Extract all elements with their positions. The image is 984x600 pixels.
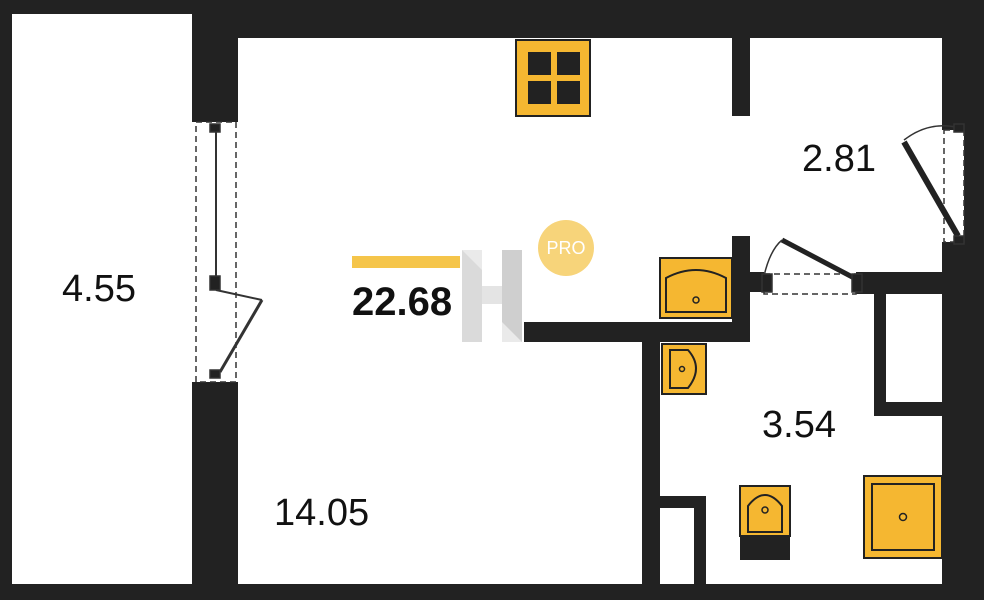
wall-left-outer xyxy=(0,0,12,600)
entrance-door-leaf xyxy=(901,140,961,238)
total-area-label: 22.68 xyxy=(352,280,453,324)
balcony-area-label: 4.55 xyxy=(62,268,136,310)
wall-stub-top xyxy=(732,38,750,116)
bathroom-door xyxy=(761,237,863,295)
wall-top xyxy=(192,14,964,38)
wall-bath-stub-right xyxy=(694,496,706,584)
pro-badge-label: PRO xyxy=(546,237,586,258)
wall-balcony-lower xyxy=(192,382,238,584)
entrance-door xyxy=(901,123,965,245)
shower-tray-icon xyxy=(863,475,943,559)
sink-icon xyxy=(659,257,733,319)
wall-bottom-outer xyxy=(0,584,984,600)
wall-door-jamb-left xyxy=(750,272,764,292)
bathroom-door-leaf xyxy=(780,237,860,283)
balcony-door-leaf-open xyxy=(218,299,264,373)
wall-bath-vertical xyxy=(732,236,750,342)
balcony-door-frame xyxy=(195,121,237,383)
wall-right-outer xyxy=(964,0,984,600)
wall-bath-left xyxy=(642,322,660,584)
wall-bath-top xyxy=(524,322,750,342)
hallway-area-label: 2.81 xyxy=(802,138,876,180)
wall-top-outer xyxy=(0,0,984,14)
stove-icon xyxy=(515,39,591,117)
balcony-door xyxy=(195,121,264,383)
wall-right-upper xyxy=(942,14,964,130)
total-area-accent-bar xyxy=(352,256,460,268)
wall-balcony-upper xyxy=(192,14,238,122)
wall-shaft-left xyxy=(874,272,886,414)
bathroom-area-label: 3.54 xyxy=(762,404,836,446)
wall-shaft-bottom xyxy=(874,402,964,416)
toilet-icon xyxy=(739,485,791,537)
living-area-label: 14.05 xyxy=(274,492,370,534)
toilet-tank xyxy=(740,534,790,560)
pro-badge: PRO xyxy=(538,220,594,276)
logo-watermark-icon xyxy=(462,250,522,342)
bathroom-door-frame xyxy=(763,273,857,295)
wall-bath-right-top xyxy=(856,272,964,294)
washbasin-icon xyxy=(661,343,707,395)
